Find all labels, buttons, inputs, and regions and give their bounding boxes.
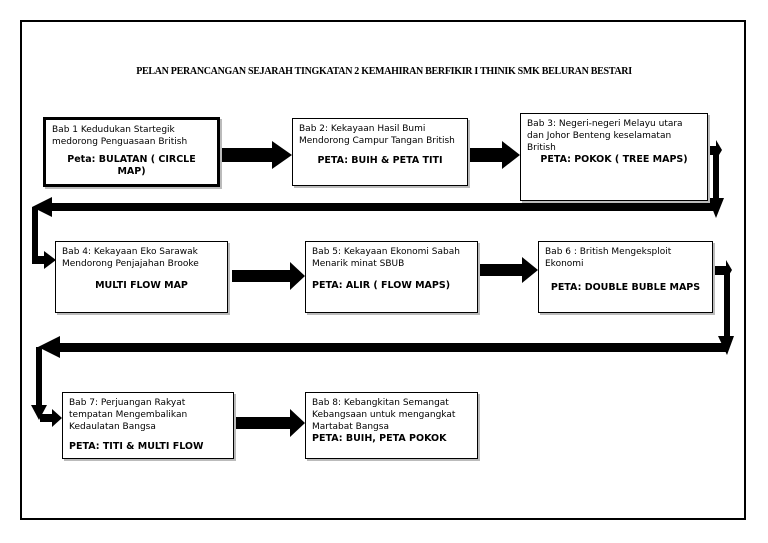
arrow-row1-return-head (32, 197, 52, 217)
arrow-4-5 (232, 262, 305, 290)
chapter-text: Bab 8: Kebangkitan Semangat Kebangsaan u… (312, 398, 456, 432)
chapter-box-8: Bab 8: Kebangkitan Semangat Kebangsaan u… (305, 392, 478, 459)
arrow-7-8 (234, 409, 305, 437)
arrow-2-3 (469, 141, 520, 169)
map-type: PETA: ALIR ( FLOW MAPS) (312, 280, 451, 291)
chapter-box-6: Bab 6 : British Mengeksploit Ekonomi PET… (538, 241, 713, 313)
arrow-6-down (724, 270, 730, 342)
chapter-text: Bab 5: Kekayaan Ekonomi Sabah Menarik mi… (312, 247, 460, 269)
arrow-7-in-head (52, 409, 62, 427)
chapter-text: Bab 1 Kedudukan Startegik medorong Pengu… (52, 125, 188, 147)
map-type: PETA: TITI & MULTI FLOW (69, 441, 204, 452)
chapter-text: Bab 3: Negeri-negeri Melayu utara dan Jo… (527, 119, 683, 153)
arrow-3-down (713, 150, 719, 202)
map-type: PETA: DOUBLE BUBLE MAPS (550, 282, 701, 293)
arrow-row2-return-head (38, 336, 60, 358)
map-type: MULTI FLOW MAP (95, 280, 188, 291)
arrow-4-in-head (44, 251, 56, 269)
arrow-1-2 (221, 141, 292, 169)
chapter-box-7: Bab 7: Perjuangan Rakyat tempatan Mengem… (62, 392, 234, 459)
chapter-box-2: Bab 2: Kekayaan Hasil Bumi Mendorong Cam… (292, 118, 468, 186)
chapter-box-5: Bab 5: Kekayaan Ekonomi Sabah Menarik mi… (305, 241, 478, 313)
map-type: Peta: BULATAN ( CIRCLE MAP) (67, 154, 196, 177)
arrow-5-6 (478, 257, 538, 283)
chapter-box-3: Bab 3: Negeri-negeri Melayu utara dan Jo… (520, 113, 708, 201)
map-type: PETA: BUIH, PETA POKOK (312, 433, 447, 444)
chapter-text: Bab 2: Kekayaan Hasil Bumi Mendorong Cam… (299, 124, 455, 146)
map-type: PETA: POKOK ( TREE MAPS) (540, 154, 688, 165)
arrow-7-in (40, 414, 54, 422)
arrow-7-down (36, 347, 42, 413)
arrow-4-down (32, 207, 38, 263)
chapter-text: Bab 4: Kekayaan Eko Sarawak Mendorong Pe… (62, 247, 199, 269)
arrow-7-down-head (31, 405, 47, 420)
chapter-text: Bab 6 : British Mengeksploit Ekonomi (545, 247, 672, 269)
chapter-box-1: Bab 1 Kedudukan Startegik medorong Pengu… (43, 117, 220, 187)
chapter-box-4: Bab 4: Kekayaan Eko Sarawak Mendorong Pe… (55, 241, 228, 313)
arrow-row2-return (56, 343, 726, 352)
map-type: PETA: BUIH & PETA TITI (317, 155, 443, 166)
arrow-4-in (32, 256, 46, 264)
diagram-title: PELAN PERANCANGAN SEJARAH TINGKATAN 2 KE… (136, 66, 632, 77)
arrow-row1-return (50, 203, 718, 211)
chapter-text: Bab 7: Perjuangan Rakyat tempatan Mengem… (69, 398, 188, 432)
outer-frame (20, 20, 746, 520)
